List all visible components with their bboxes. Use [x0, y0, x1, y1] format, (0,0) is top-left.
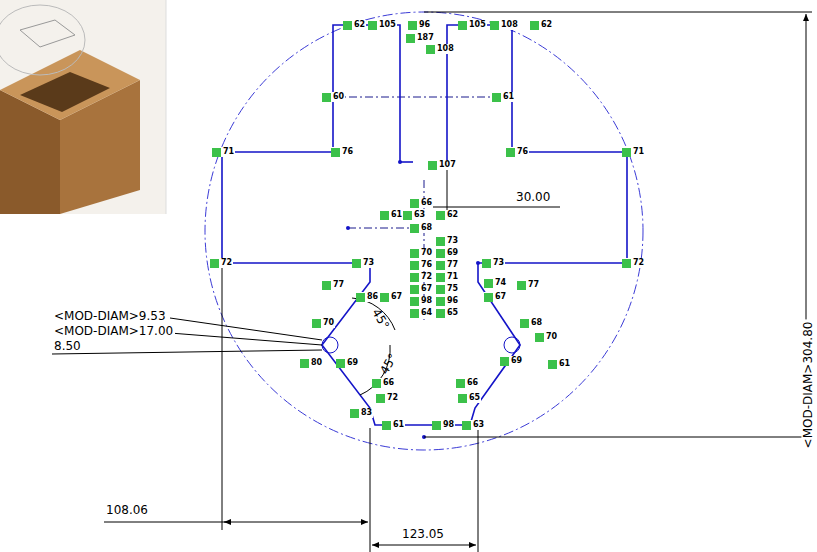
dimension-text: <MOD-DIAM>9.53 — [52, 309, 168, 323]
relation-tag: 66 — [372, 378, 395, 388]
relation-tag: 96 — [408, 20, 431, 30]
relation-tag: 80 — [300, 358, 323, 368]
dimension-text: 8.50 — [52, 339, 83, 353]
relation-tag: 63 — [462, 420, 485, 430]
relation-tag: 61 — [382, 420, 405, 430]
relation-tag: 61 — [548, 359, 571, 369]
relation-tag: 71 — [436, 272, 459, 282]
relation-tag: 77 — [517, 280, 540, 290]
relation-tag: 63 — [403, 210, 426, 220]
relation-tag: 68 — [410, 223, 433, 233]
relation-tag: 69 — [500, 356, 523, 366]
relation-tag: 61 — [380, 210, 403, 220]
relation-tag: 68 — [520, 318, 543, 328]
relation-tag: 73 — [482, 258, 505, 268]
relation-tag: 62 — [436, 210, 459, 220]
relation-tag: 187 — [406, 33, 435, 43]
relation-tag: 66 — [456, 378, 479, 388]
relation-tag: 76 — [331, 147, 354, 157]
relation-tag: 98 — [410, 296, 433, 306]
relation-tag: 70 — [410, 248, 433, 258]
relation-tag: 77 — [322, 280, 345, 290]
dimension-text: 30.00 — [514, 190, 552, 204]
relation-tag: 77 — [436, 260, 459, 270]
relation-tag: 65 — [458, 393, 481, 403]
relation-tag: 76 — [410, 260, 433, 270]
relation-tag: 76 — [506, 147, 529, 157]
relation-tag: 71 — [622, 147, 645, 157]
relation-tag: 72 — [210, 258, 233, 268]
relation-tag: 105 — [458, 20, 487, 30]
dimension-text: <MOD-DIAM>17.00 — [52, 324, 175, 338]
relation-tag: 67 — [410, 284, 433, 294]
relation-tag: 70 — [535, 332, 558, 342]
relation-tag: 73 — [436, 236, 459, 246]
relation-tag: 107 — [428, 160, 457, 170]
relation-tag: 62 — [530, 20, 553, 30]
relation-tag: 73 — [352, 258, 375, 268]
relation-tag: 72 — [622, 258, 645, 268]
dimension-text: 123.05 — [400, 527, 446, 541]
relation-tag: 70 — [312, 318, 335, 328]
relation-tag: 66 — [410, 198, 433, 208]
dimension-text: 45° — [376, 350, 401, 379]
relation-tag: 72 — [410, 272, 433, 282]
dimension-text: <MOD-DIAM>304.80 — [801, 320, 815, 451]
relation-tag: 60 — [322, 92, 345, 102]
relation-tag: 72 — [376, 393, 399, 403]
relation-tag: 105 — [368, 20, 397, 30]
relation-tag: 86 — [356, 292, 379, 302]
dimension-text: 108.06 — [104, 503, 150, 517]
relation-tag: 69 — [336, 358, 359, 368]
relation-tag: 67 — [484, 292, 507, 302]
relation-tag: 62 — [343, 20, 366, 30]
relation-tag: 64 — [410, 308, 433, 318]
inset-render — [0, 0, 166, 214]
relation-tag: 96 — [436, 296, 459, 306]
relation-tag: 71 — [212, 147, 235, 157]
relation-tag: 98 — [432, 420, 455, 430]
relation-tag: 75 — [436, 284, 459, 294]
relation-tag: 67 — [380, 292, 403, 302]
relation-tag: 108 — [490, 20, 519, 30]
relation-tag: 65 — [436, 308, 459, 318]
relation-tag: 74 — [484, 278, 507, 288]
dimension-text: 45° — [368, 305, 393, 334]
relation-tag: 61 — [492, 92, 515, 102]
relation-tag: 83 — [350, 408, 373, 418]
relation-tag: 69 — [436, 248, 459, 258]
relation-tag: 108 — [426, 44, 455, 54]
